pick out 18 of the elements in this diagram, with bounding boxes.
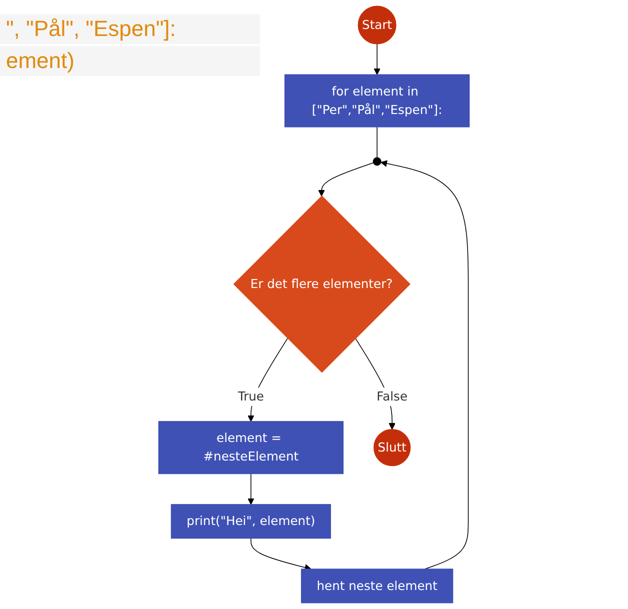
node-circle: [372, 157, 382, 166]
node-box: print("Hei", element): [170, 504, 331, 539]
node-box: element = #nesteElement: [158, 421, 344, 474]
code-text: ement): [0, 46, 260, 76]
arrow: [248, 473, 254, 505]
node-circle: Slutt: [374, 429, 411, 466]
code-text: ", "Pål", "Espen"]:: [0, 14, 260, 44]
edge-label: True: [238, 389, 264, 404]
node-box: for element in ["Per","Pål","Espen"]:: [284, 74, 470, 128]
arrow: [374, 44, 380, 75]
connector: [376, 126, 378, 158]
edge-label: False: [376, 389, 408, 404]
node-circle: Start: [358, 6, 396, 44]
node-diamond: Er det flere elementer?: [233, 196, 410, 373]
arrow: [250, 538, 312, 571]
node-box: hent neste element: [300, 568, 454, 604]
arrow: [318, 162, 374, 196]
arrow: [380, 160, 469, 570]
